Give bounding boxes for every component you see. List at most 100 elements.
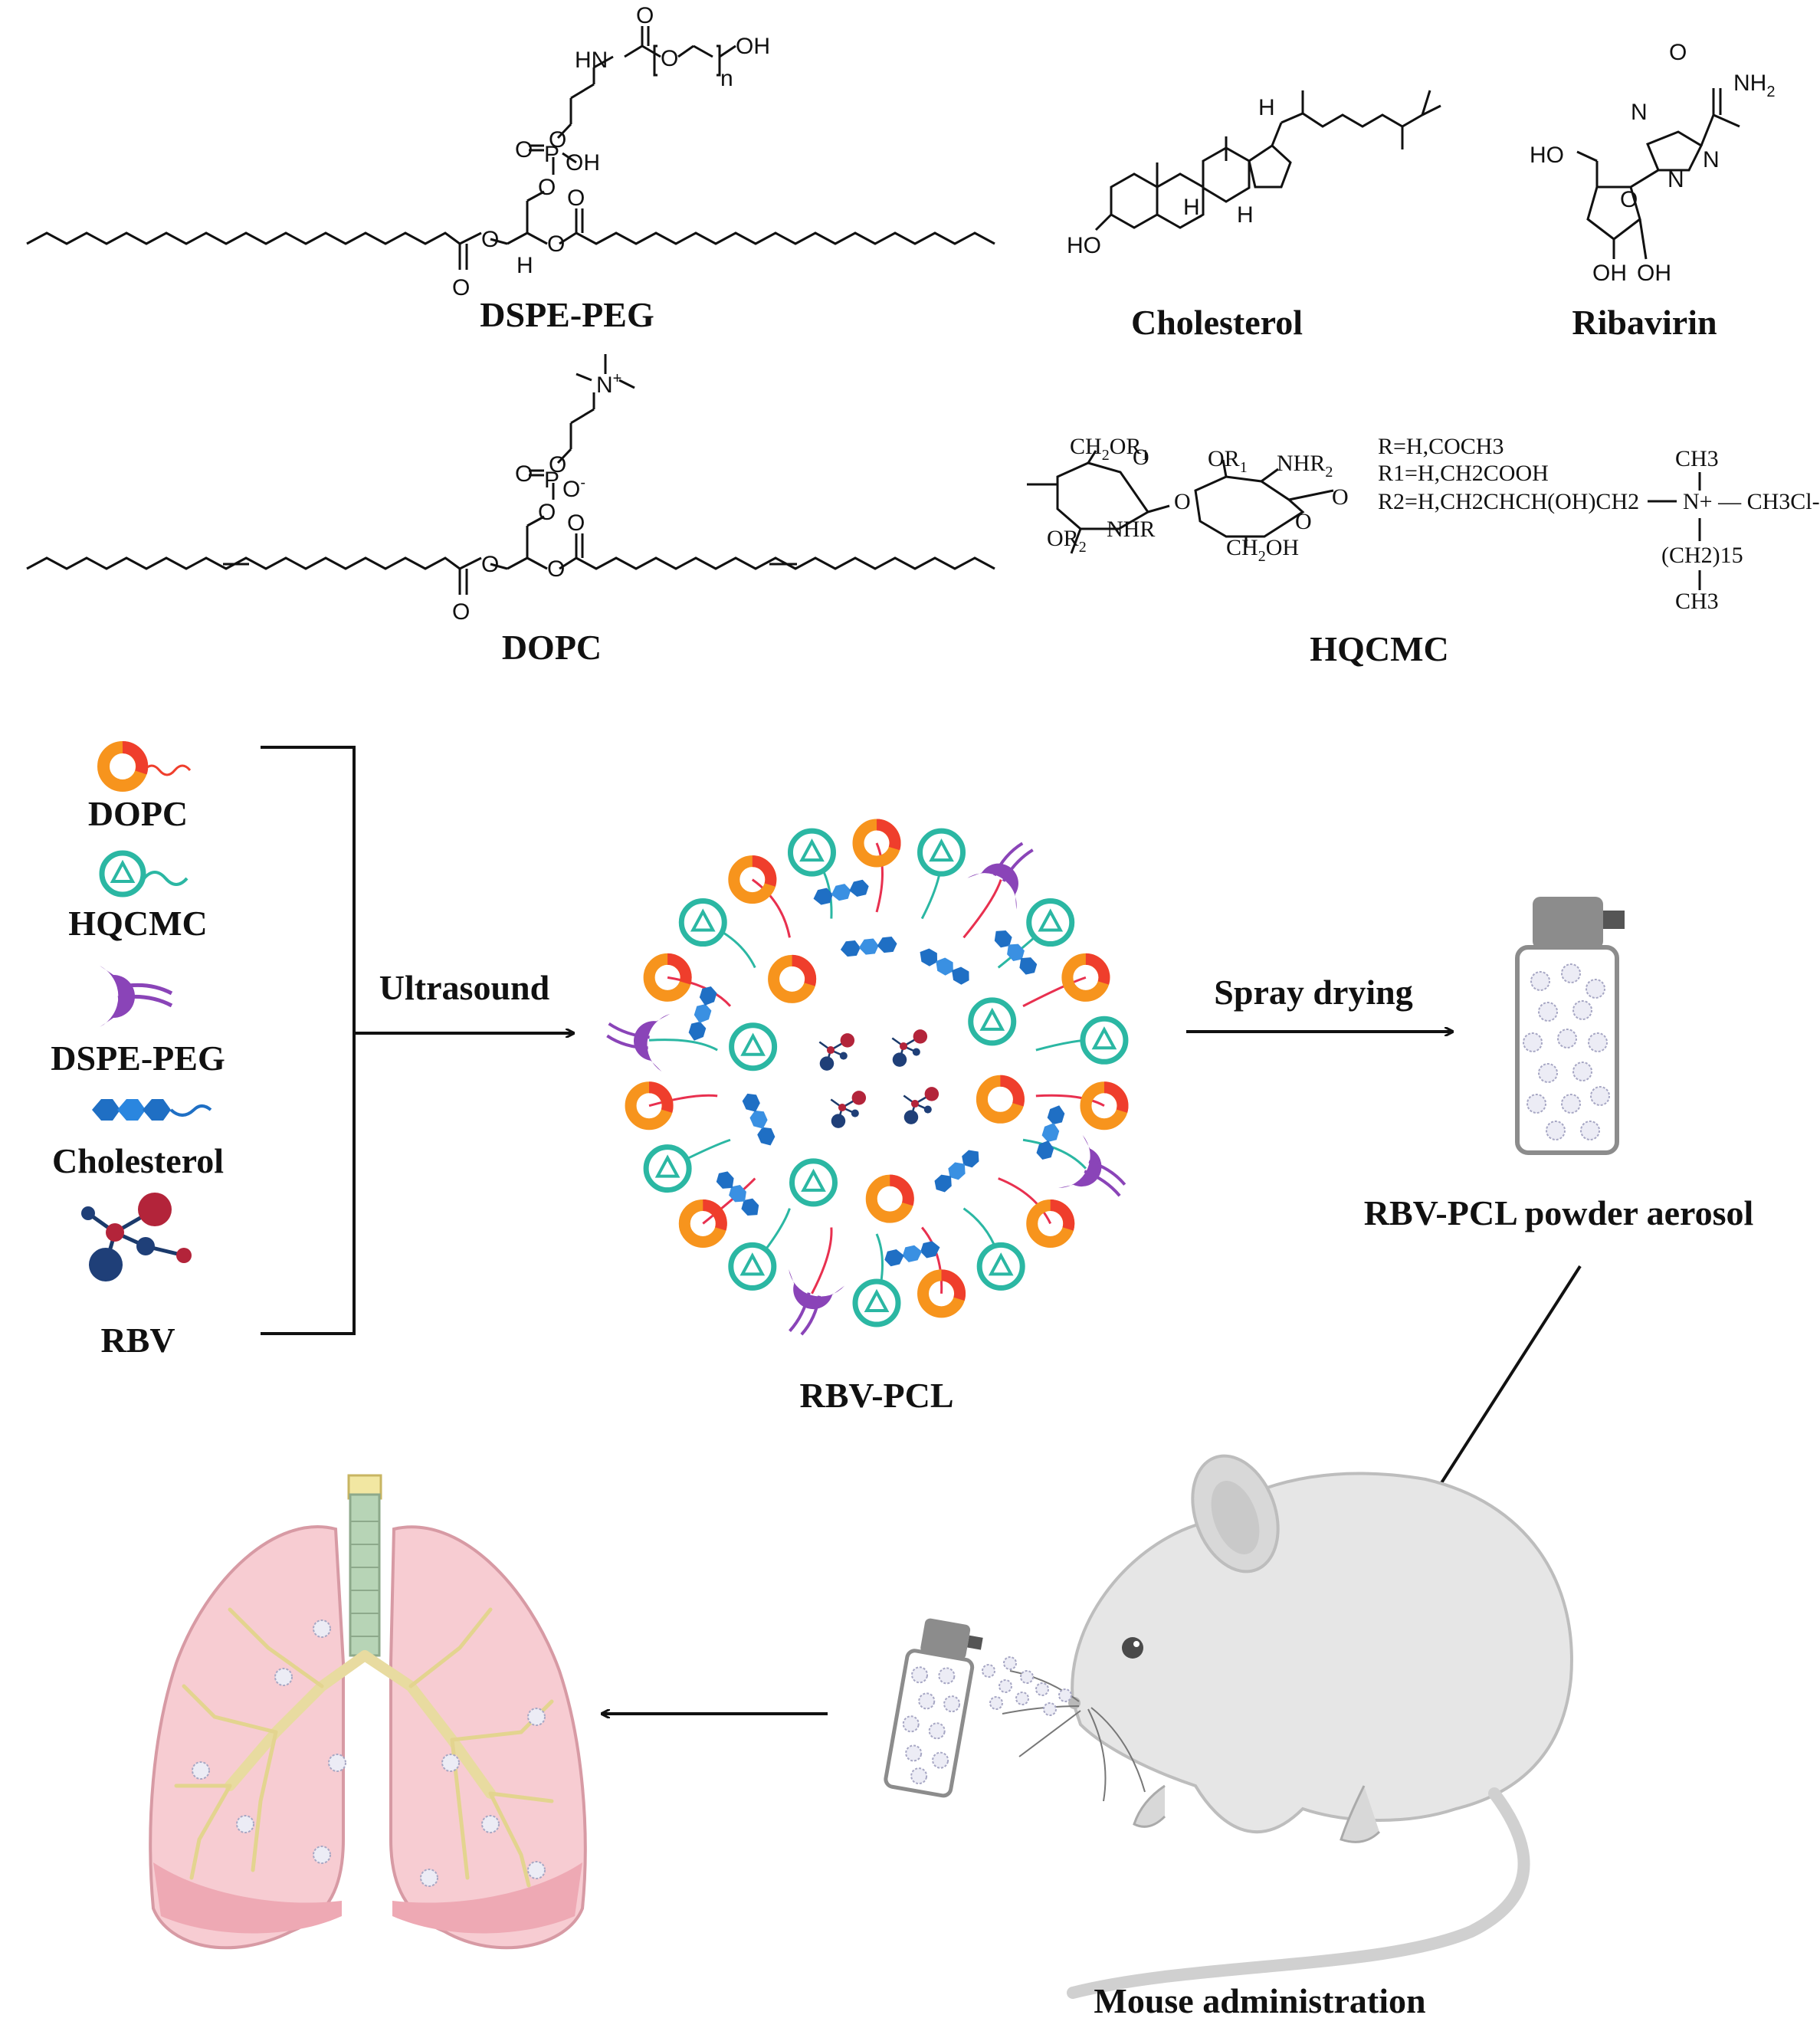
rbv-molecule (830, 1091, 867, 1128)
powder-particle (313, 1619, 331, 1638)
lipid-tail (1022, 976, 1087, 1008)
powder-particle (911, 1666, 929, 1684)
powder-particle (1020, 1670, 1034, 1684)
powder-particle (910, 1767, 928, 1785)
cholesterol-unit (994, 930, 1038, 975)
powder-particle (1588, 1032, 1608, 1052)
svg-text:OH: OH (1637, 261, 1671, 286)
hqcmc-label: HQCMC (1310, 629, 1449, 668)
powder-particle (192, 1761, 210, 1780)
powder-particle (313, 1846, 331, 1864)
powder-particle (1523, 1032, 1543, 1052)
dopc-label: DOPC (501, 628, 602, 667)
svg-text:OH: OH (736, 34, 770, 59)
powder-particle (420, 1869, 438, 1887)
hqcmc-unit (1026, 898, 1075, 947)
aerosol-label: RBV-PCL powder aerosol (1363, 1193, 1754, 1232)
hqcmc-ammonium-chain: (CH2)15 (1661, 543, 1743, 568)
powder-particle (918, 1692, 936, 1710)
dspe-peg-structure (26, 26, 995, 270)
svg-text:H: H (1183, 195, 1200, 220)
hqcmc-ring-icon (99, 850, 189, 898)
dopc-unit (643, 953, 692, 1002)
hqcmc-unit (852, 1278, 901, 1327)
dspe-peg-unit (606, 1013, 671, 1072)
lipid-tail (1022, 1138, 1087, 1170)
powder-particle (328, 1754, 346, 1772)
hqcmc-unit (789, 1158, 838, 1207)
dopc-unit (852, 819, 901, 868)
legend-label-dspe-peg: DSPE-PEG (51, 1039, 225, 1078)
svg-text:O: O (1295, 509, 1312, 534)
dopc-atom-labels: O O O P O O- O O O N+ (452, 370, 621, 625)
hqcmc-ammonium-bottom: CH3 (1675, 589, 1719, 614)
hqcmc-unit (728, 1242, 777, 1291)
powder-particle (1003, 1656, 1017, 1670)
aerosol-canister-icon (1515, 897, 1625, 1155)
svg-text:O: O (515, 137, 533, 162)
nanoparticle-label: RBV-PCL (799, 1376, 954, 1415)
svg-text:n: n (720, 66, 733, 91)
ribavirin-structure (1576, 88, 1740, 260)
merge-bracket (261, 746, 356, 1335)
powder-particle (943, 1695, 961, 1713)
cholesterol-unit (742, 1093, 776, 1146)
svg-text:H: H (1258, 95, 1275, 120)
mouse-administration-label: Mouse administration (1094, 1981, 1426, 2020)
svg-text:OH: OH (566, 150, 600, 176)
powder-particle (989, 1696, 1003, 1710)
dopc-unit (625, 1081, 674, 1130)
svg-text:O: O (538, 175, 556, 200)
powder-particle (274, 1668, 293, 1686)
svg-text:HO: HO (1067, 233, 1101, 258)
cholesterol-unit (934, 1150, 979, 1193)
rbv-molecule-icon (81, 1193, 192, 1281)
dspe-peg-icon (100, 966, 173, 1027)
powder-particle (1590, 1086, 1610, 1106)
svg-text:O: O (515, 461, 533, 487)
legend-label-dopc: DOPC (87, 794, 189, 833)
lipid-tail (751, 878, 791, 938)
svg-text:O: O (1133, 445, 1149, 470)
svg-text:HO: HO (1530, 143, 1564, 168)
aerosol-puff (982, 1656, 1072, 1716)
svg-text:NHR2: NHR2 (1277, 451, 1333, 481)
powder-particle (905, 1744, 923, 1762)
ribavirin-label: Ribavirin (1572, 303, 1717, 342)
svg-text:O: O (547, 231, 565, 257)
powder-particle (1035, 1682, 1049, 1696)
svg-text:O: O (481, 552, 499, 577)
svg-text:CH2OR1: CH2OR1 (1070, 434, 1149, 464)
dspe-peg-unit (967, 842, 1034, 910)
svg-text:O: O (549, 127, 566, 153)
dspe-peg-unit (789, 1269, 845, 1336)
powder-particle (999, 1679, 1012, 1693)
svg-text:OR1: OR1 (1208, 446, 1248, 476)
hqcmc-unit (678, 898, 727, 947)
hqcmc-unit (917, 828, 966, 877)
powder-particle (1580, 1121, 1600, 1140)
cholesterol-unit (840, 936, 897, 957)
powder-particle (932, 1751, 949, 1769)
powder-particle (1561, 963, 1581, 983)
dopc-unit (865, 1174, 914, 1223)
svg-text:O-: O- (562, 474, 585, 502)
dspe-peg-atom-labels: O O O P O OH O O O H HN O O OH n (452, 3, 770, 300)
dspe-peg-unit (1058, 1134, 1126, 1197)
cholesterol-label: Cholesterol (1130, 303, 1304, 342)
powder-particle (481, 1815, 500, 1833)
rbv-molecule (891, 1029, 928, 1067)
powder-particle (1527, 1094, 1546, 1114)
cholesterol-unit (716, 1171, 759, 1216)
svg-text:O: O (547, 556, 565, 582)
powder-particle (938, 1667, 956, 1685)
svg-text:P: P (544, 142, 559, 167)
dspe-peg-label: DSPE-PEG (480, 295, 654, 334)
svg-text:O: O (452, 599, 470, 625)
lipid-tail (998, 1177, 1052, 1225)
legend-label-hqcmc: HQCMC (68, 904, 208, 943)
svg-text:O: O (567, 510, 585, 536)
powder-particle (982, 1664, 995, 1678)
ultrasound-label: Ultrasound (379, 968, 550, 1007)
dopc-unit (678, 1199, 727, 1248)
